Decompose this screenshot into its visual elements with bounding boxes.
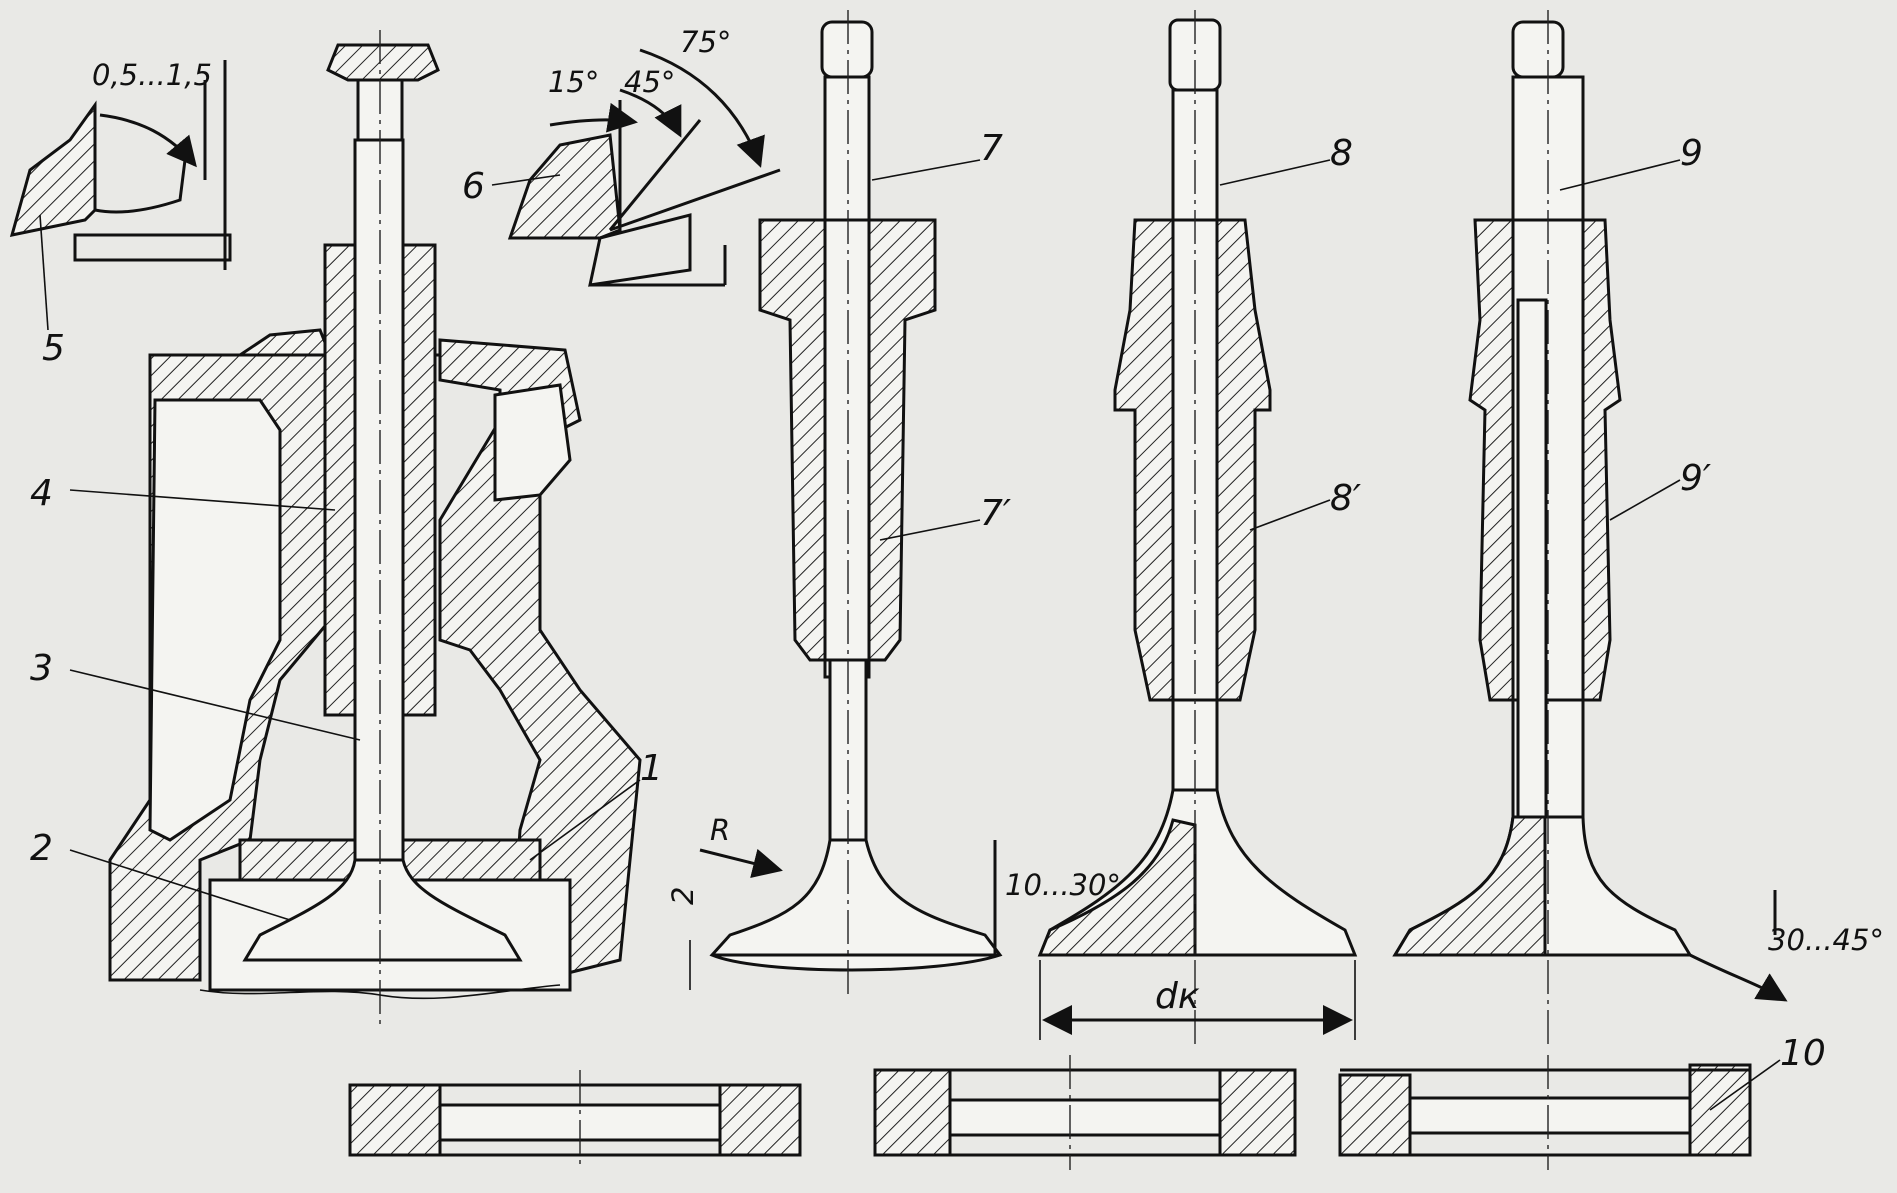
seat-ring-b [873,1055,1297,1170]
seat-ring-a [348,1070,802,1170]
detail-5: 0,5...1,5 5 [9,58,232,369]
seat-ring-c: 10 [1338,1033,1826,1170]
cylinder-head-assembly [108,30,642,1030]
spring-retainer [326,43,440,82]
dim-gap: 0,5...1,5 [92,58,212,92]
label-5: 5 [42,328,65,369]
valve-9-tip [1511,20,1565,79]
dim-dk: dк [1155,976,1200,1017]
dim-h2: 2 [666,887,700,905]
valve-7: 7 7′ R 2 10...30° [666,10,1121,1000]
detail-5-seat [9,100,97,237]
label-4: 4 [30,473,53,514]
label-7p: 7′ [980,493,1011,534]
dim-angle75: 75° [680,25,731,59]
valve-9: 9 9′ 30...45° [1392,10,1884,1050]
valve-7-head [709,838,1003,972]
valve-7-tip [820,20,874,79]
label-6: 6 [462,166,485,207]
label-9p: 9′ [1680,458,1711,499]
valve-8-head-section [1037,818,1197,957]
dim-angle45: 45° [624,65,675,99]
valve-stem-3 [353,138,405,862]
valve-8: 8 8′ dк [1037,10,1361,1050]
dim-angle15: 15° [548,65,599,99]
fig1-labels: 4 3 2 1 [30,473,663,921]
valve-9-cavity [1516,298,1548,822]
label-7: 7 [980,128,1003,169]
valve-9-head-section [1392,815,1547,957]
label-10: 10 [1780,1033,1826,1074]
label-1: 1 [640,748,663,789]
label-9: 9 [1680,133,1703,174]
label-2: 2 [30,828,53,869]
label-3: 3 [30,648,53,689]
dim-radius: R [710,813,730,847]
label-8p: 8′ [1330,478,1361,519]
port-cavity [148,398,282,842]
detail-6-seat [507,133,622,240]
dim-angle30-45: 30...45° [1768,923,1884,957]
label-8: 8 [1330,133,1353,174]
water-jacket [493,383,572,502]
detail-6: 15° 45° 75° 6 [462,25,781,287]
